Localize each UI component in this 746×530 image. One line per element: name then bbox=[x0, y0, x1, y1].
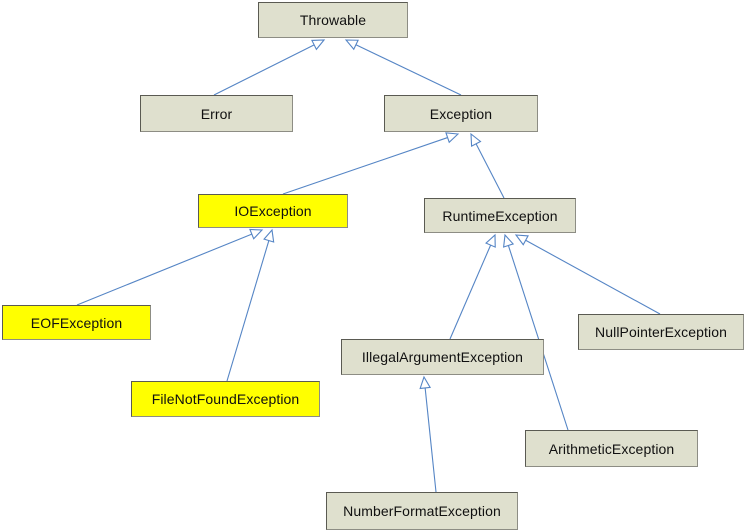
generalization-edge-ioexception-exception bbox=[282, 132, 460, 195]
edge-line bbox=[525, 239, 661, 315]
generalization-edge-eofexception-ioexception bbox=[76, 228, 264, 306]
generalization-edge-exception-throwable bbox=[344, 39, 462, 96]
generalization-edge-nullpointer-runtimeexception bbox=[514, 234, 661, 315]
class-node-label: IOException bbox=[234, 203, 312, 219]
generalization-edge-numberformat-illegalargument bbox=[419, 375, 437, 493]
class-node-ioexception[interactable]: IOException bbox=[198, 194, 348, 228]
class-node-label: IllegalArgumentException bbox=[361, 349, 524, 365]
edge-line bbox=[282, 137, 448, 195]
edge-line bbox=[424, 387, 437, 493]
class-node-illegalargumentexception[interactable]: IllegalArgumentException bbox=[341, 339, 544, 375]
class-node-arithmeticexception[interactable]: ArithmeticException bbox=[525, 430, 698, 467]
class-node-label: Error bbox=[200, 105, 233, 122]
edge-line bbox=[226, 240, 270, 382]
class-node-label: NumberFormatException bbox=[343, 503, 501, 519]
generalization-arrowhead-icon bbox=[419, 375, 432, 390]
class-node-exception[interactable]: Exception bbox=[384, 95, 538, 132]
edge-line bbox=[213, 44, 315, 96]
class-node-label: NullPointerException bbox=[595, 324, 727, 340]
class-node-runtimeexception[interactable]: RuntimeException bbox=[424, 198, 576, 233]
generalization-edge-arithmetic-runtimeexception bbox=[502, 233, 569, 431]
generalization-arrowhead-icon bbox=[445, 132, 460, 144]
generalization-arrowhead-icon bbox=[263, 228, 275, 243]
edge-line bbox=[449, 244, 492, 340]
generalization-arrowhead-icon bbox=[311, 39, 326, 51]
generalization-edge-illegalargument-runtimeexception bbox=[449, 233, 496, 340]
class-node-error[interactable]: Error bbox=[140, 95, 293, 132]
class-node-nullpointerexception[interactable]: NullPointerException bbox=[578, 314, 744, 350]
generalization-arrowhead-icon bbox=[485, 233, 496, 248]
class-node-throwable[interactable]: Throwable bbox=[258, 2, 408, 38]
class-node-label: ArithmeticException bbox=[548, 440, 675, 457]
class-node-label: Exception bbox=[429, 105, 493, 122]
class-node-label: FileNotFoundException bbox=[151, 391, 300, 407]
class-node-eofexception[interactable]: EOFException bbox=[2, 305, 151, 340]
generalization-edge-runtimeexception-exception bbox=[470, 132, 505, 199]
generalization-arrowhead-icon bbox=[470, 132, 482, 147]
edge-line bbox=[475, 143, 505, 199]
generalization-arrowhead-icon bbox=[249, 228, 264, 240]
edge-line bbox=[507, 245, 569, 431]
generalization-arrowhead-icon bbox=[502, 233, 515, 248]
generalization-arrowhead-icon bbox=[344, 39, 359, 51]
class-node-numberformatexception[interactable]: NumberFormatException bbox=[326, 492, 518, 530]
class-node-label: EOFException bbox=[30, 314, 123, 331]
class-node-label: Throwable bbox=[299, 12, 367, 28]
generalization-arrowhead-icon bbox=[514, 234, 529, 246]
edge-line bbox=[76, 233, 253, 306]
class-node-label: RuntimeException bbox=[442, 207, 558, 224]
generalization-edge-filenotfound-ioexception bbox=[226, 228, 275, 382]
class-node-filenotfoundexception[interactable]: FileNotFoundException bbox=[131, 381, 320, 417]
generalization-edge-error-throwable bbox=[213, 39, 326, 96]
edge-line bbox=[355, 44, 462, 96]
